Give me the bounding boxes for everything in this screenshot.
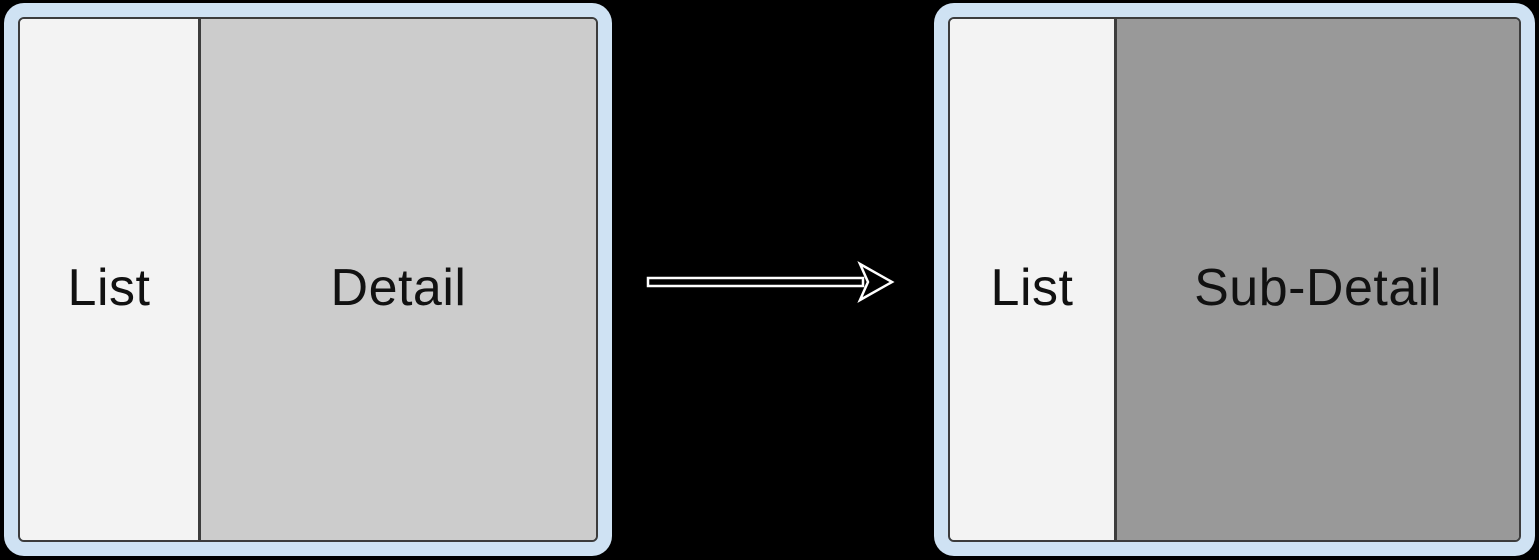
sub-detail-label: Sub-Detail: [1194, 258, 1442, 317]
detail-pane: Detail: [201, 19, 596, 540]
screen-after: List Sub-Detail: [948, 17, 1521, 542]
screen-before: List Detail: [18, 17, 598, 542]
list-label-after: List: [990, 258, 1074, 317]
device-frame-before: List Detail: [4, 3, 612, 556]
list-pane-before: List: [20, 19, 201, 540]
list-pane-after: List: [950, 19, 1117, 540]
detail-label: Detail: [330, 258, 467, 317]
sub-detail-pane: Sub-Detail: [1117, 19, 1519, 540]
device-frame-after: List Sub-Detail: [934, 3, 1535, 556]
list-label-before: List: [67, 258, 151, 317]
right-arrow-icon: [646, 258, 896, 306]
